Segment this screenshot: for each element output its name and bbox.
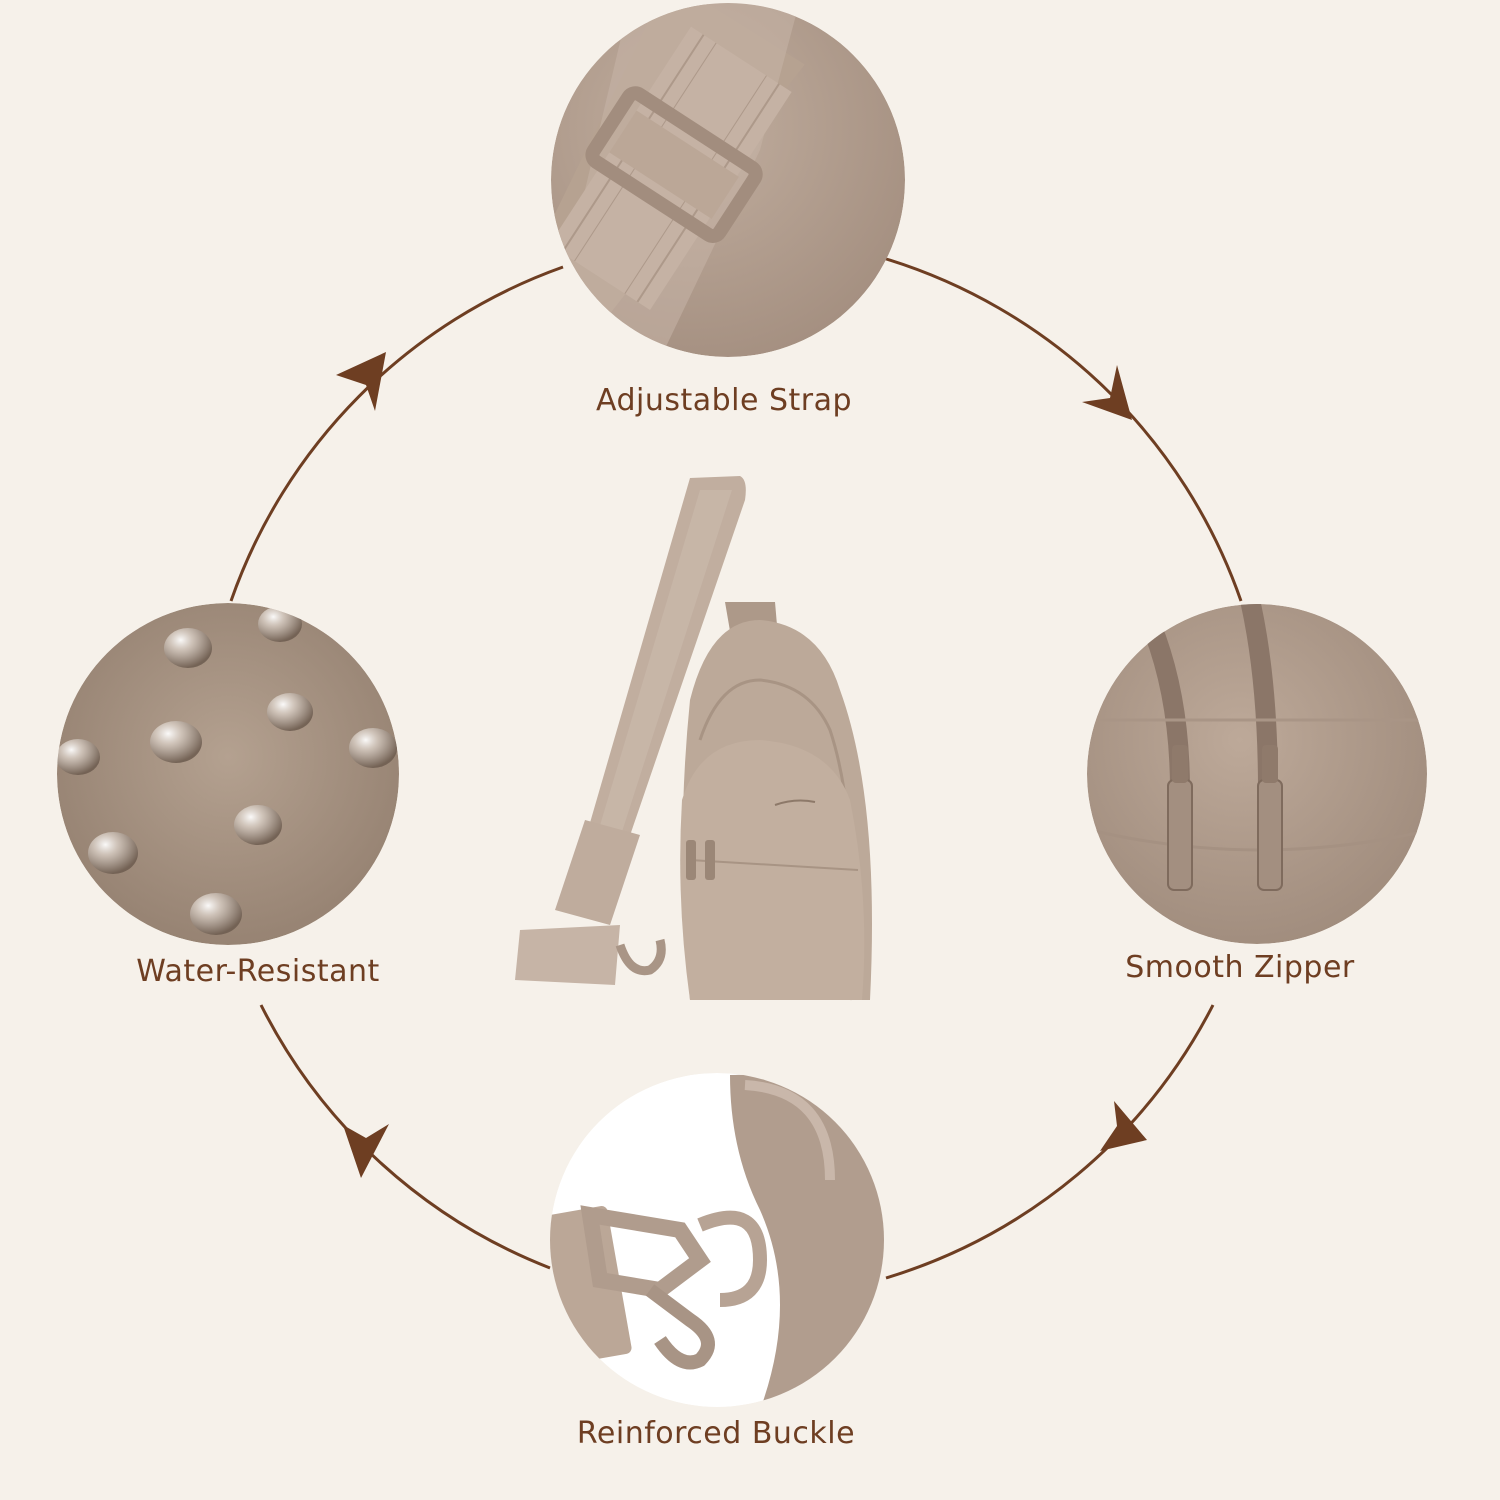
water-detail-image [57, 603, 399, 945]
arrowhead-icon [336, 352, 1147, 1178]
buckle-detail-image [550, 1073, 884, 1407]
feature-label-strap: Adjustable Strap [595, 383, 853, 418]
feature-label-water: Water-Resistant [136, 954, 380, 989]
feature-label-zipper: Smooth Zipper [1125, 950, 1355, 985]
sling-bag-image [515, 476, 872, 1001]
strap-detail-image [551, 3, 905, 357]
cycle-arrows [229, 256, 1243, 1280]
water-droplet-icon [57, 606, 397, 935]
zipper-detail-image [1087, 604, 1427, 944]
feature-label-buckle: Reinforced Buckle [576, 1416, 856, 1451]
